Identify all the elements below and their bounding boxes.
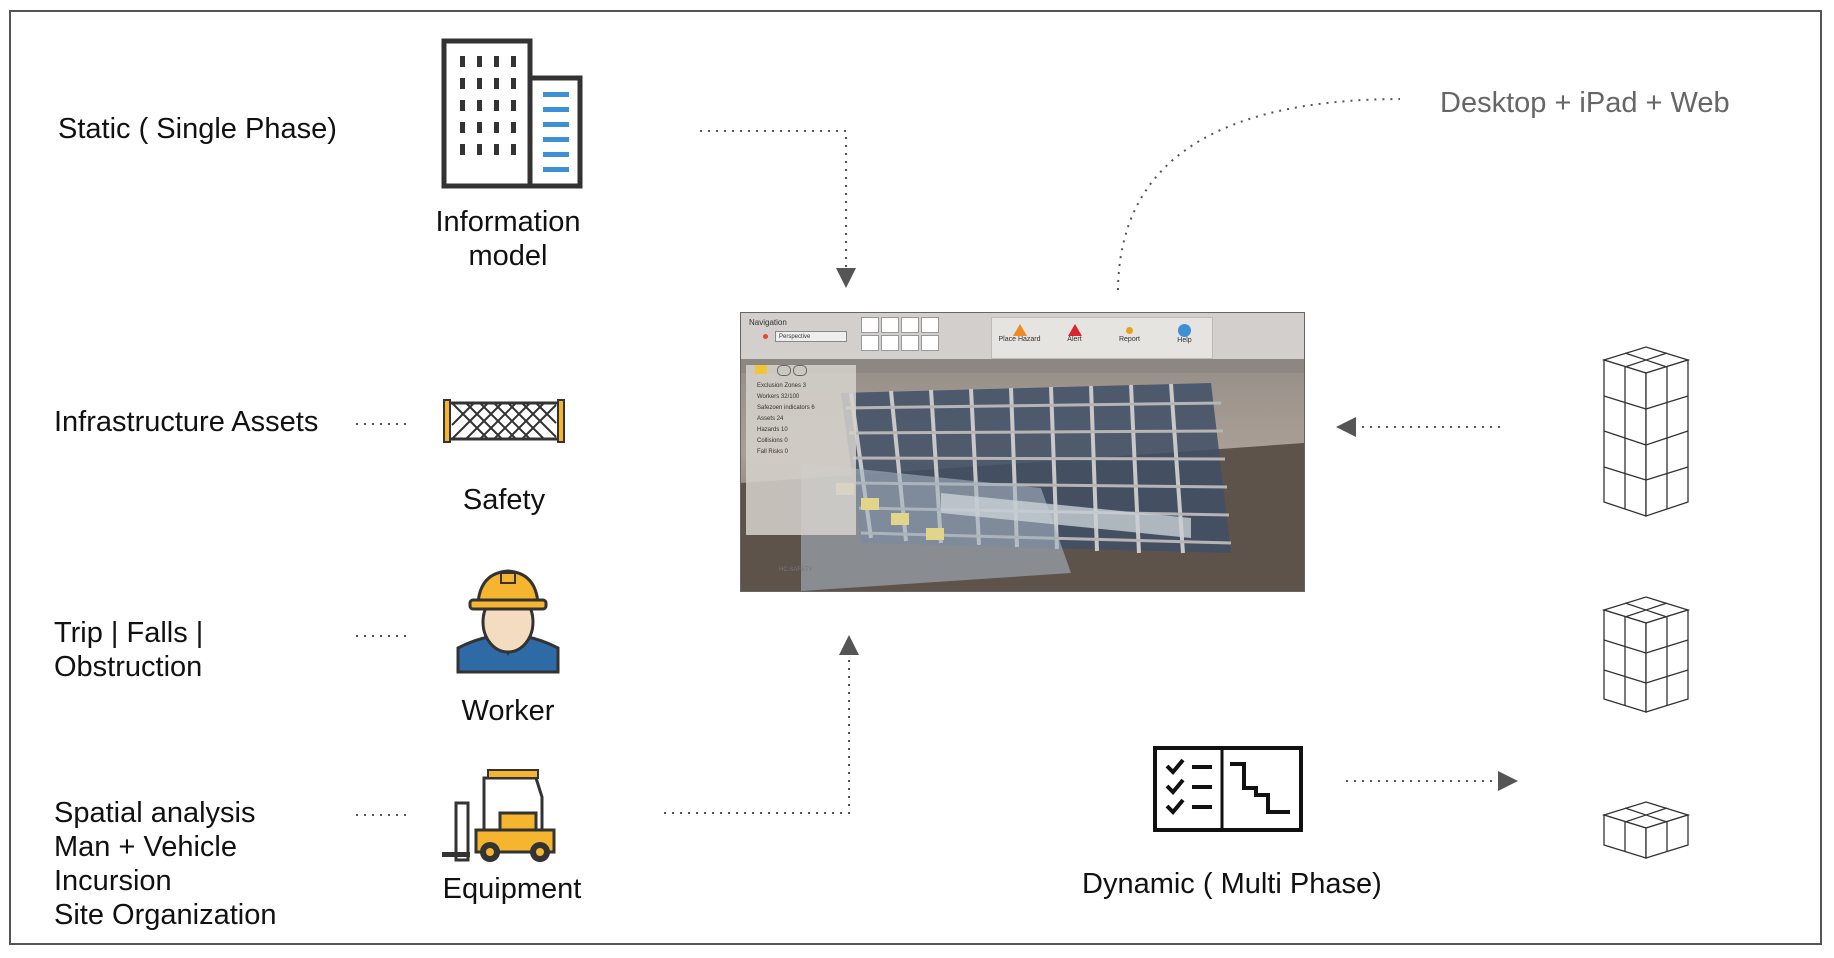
building-icon [441, 38, 583, 189]
list-tool-icon[interactable] [921, 335, 939, 351]
view-select[interactable]: Perspective [775, 331, 847, 342]
worker-tool-icon[interactable] [861, 317, 879, 333]
place-hazard-button[interactable]: Place Hazard [992, 318, 1047, 358]
info-model-connector [700, 130, 856, 288]
schedule-checklist-icon [1153, 746, 1303, 832]
nav-title: Navigation [749, 318, 787, 327]
report-label: Report [1118, 336, 1140, 343]
panel-item-exclusion[interactable]: Exclusion Zones 3 [757, 383, 807, 389]
spatial-line3: Incursion [54, 865, 172, 897]
dotted-connectors [356, 98, 1518, 816]
spatial-line2: Man + Vehicle [54, 831, 237, 863]
alert-icon [1067, 324, 1082, 336]
alert-button[interactable]: Alert [1047, 318, 1102, 358]
information-model-line1: Information [435, 206, 581, 238]
trip-falls-line2: Obstruction [54, 651, 203, 683]
cube-stack-medium-icon [1601, 596, 1691, 713]
platforms-connector [1117, 98, 1401, 291]
spatial-line4: Site Organization [54, 899, 277, 931]
information-model-line2: model [468, 240, 548, 272]
toolbar-tool-grid [861, 317, 945, 353]
infrastructure-assets-label: Infrastructure Assets [54, 406, 319, 438]
barrier-tool-icon[interactable] [861, 335, 879, 351]
spatial-analysis-label: Spatial analysis Man + Vehicle Incursion… [54, 796, 276, 932]
panel-item-workers[interactable]: Workers 32/100 [757, 394, 800, 400]
report-icon [1126, 327, 1133, 334]
help-label: Help [1177, 337, 1192, 344]
cloud-upload-icon[interactable] [777, 365, 791, 376]
place-hazard-label: Place Hazard [998, 336, 1041, 343]
report-button[interactable]: Report [1102, 318, 1157, 358]
panel-item-safezone[interactable]: Safezoen indicators 6 [757, 405, 815, 411]
machine-tool-icon[interactable] [881, 317, 899, 333]
action-toolbar: Place Hazard Alert Report Help [991, 317, 1213, 359]
cube-stack-short-icon [1601, 801, 1691, 859]
grid-tool-icon[interactable] [901, 335, 919, 351]
equipment-to-app-connector [664, 635, 859, 814]
help-icon [1178, 324, 1191, 337]
dynamic-multi-phase-label: Dynamic ( Multi Phase) [1082, 868, 1382, 900]
information-model-label: Information model [408, 205, 608, 273]
brand-watermark: HC SAFETY [779, 567, 813, 573]
alert-label: Alert [1067, 336, 1082, 343]
cloud-download-icon[interactable] [793, 365, 807, 376]
diagram-frame [9, 10, 1822, 945]
equipment-label: Equipment [442, 873, 582, 905]
panel-item-hazards[interactable]: Hazards 10 [757, 427, 788, 433]
platforms-label: Desktop + iPad + Web [1440, 87, 1730, 119]
safety-fence-icon [443, 399, 565, 443]
record-dot-icon [763, 334, 768, 339]
safety-label: Safety [462, 484, 546, 516]
panel-item-assets[interactable]: Assets 24 [757, 416, 784, 422]
chart-tool-icon[interactable] [881, 335, 899, 351]
app-screenshot: Navigation Perspective Place Hazard Aler… [740, 312, 1305, 592]
panel-item-collisions[interactable]: Collisions 0 [757, 438, 788, 444]
vehicle-tool-icon[interactable] [901, 317, 919, 333]
measure-tool-icon[interactable] [921, 317, 939, 333]
forklift-icon [442, 769, 556, 862]
spatial-line1: Spatial analysis [54, 797, 256, 829]
worker-icon [456, 569, 560, 674]
folder-icon[interactable] [755, 365, 767, 374]
trip-falls-line1: Trip | Falls | [54, 617, 204, 649]
scene-panel-list: Exclusion Zones 3 Workers 32/100 Safezoe… [757, 381, 815, 458]
help-button[interactable]: Help [1157, 318, 1212, 358]
cube-stack-tall-icon [1601, 346, 1691, 517]
panel-item-fall-risks[interactable]: Fall Risks 0 [757, 449, 789, 455]
static-single-phase-label: Static ( Single Phase) [58, 113, 337, 145]
warning-icon [1012, 324, 1027, 336]
trip-falls-label: Trip | Falls | Obstruction [54, 616, 203, 684]
worker-label: Worker [461, 695, 555, 727]
